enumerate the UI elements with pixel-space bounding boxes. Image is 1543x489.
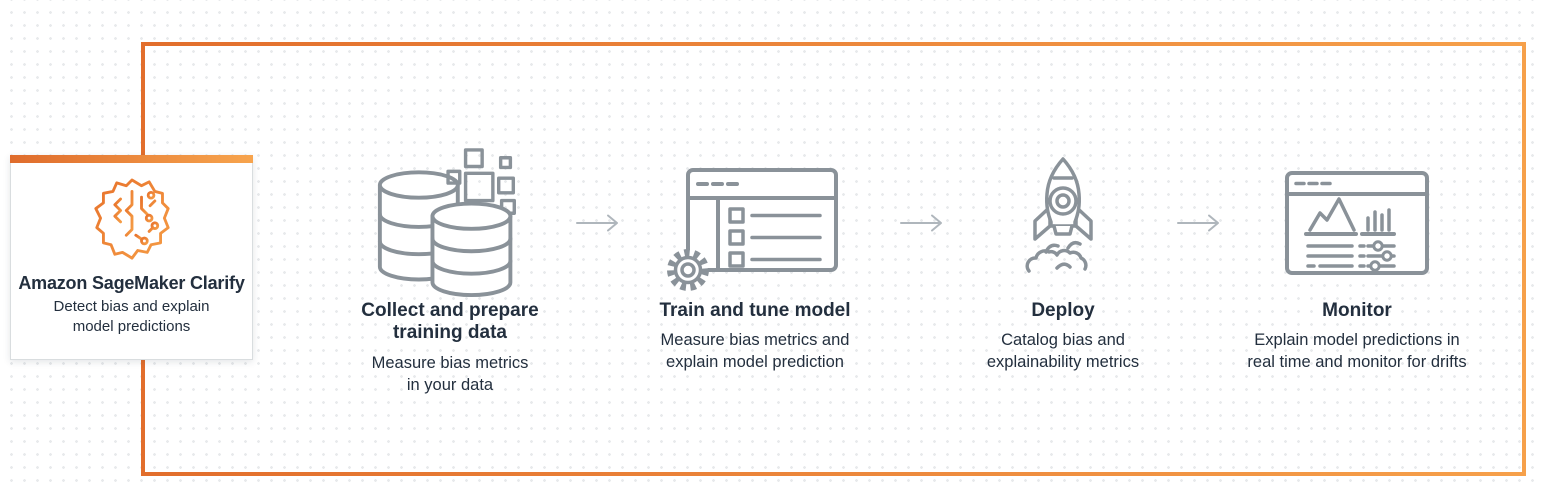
- product-card: Amazon SageMaker Clarify Detect bias and…: [10, 155, 253, 360]
- card-accent-bar: [10, 155, 253, 163]
- step-title: Monitor: [1322, 300, 1392, 321]
- step-title: Deploy: [1031, 300, 1095, 321]
- rocket-icon: [1025, 157, 1093, 273]
- step-title: Collect and prepare training data: [361, 300, 539, 344]
- model-checklist-gear-icon: [667, 168, 838, 291]
- dashboard-monitor-icon: [1285, 171, 1429, 275]
- step-icon-box: [642, 148, 868, 300]
- product-subtitle: Detect bias and explain model prediction…: [53, 298, 210, 335]
- step-train-and-tune: Train and tune model Measure bias metric…: [642, 148, 868, 374]
- step-title: Train and tune model: [659, 300, 851, 321]
- step-deploy: Deploy Catalog bias and explainability m…: [950, 148, 1176, 374]
- right-arrow-icon: [900, 214, 942, 232]
- step-icon-box: [950, 148, 1176, 300]
- step-collect-and-prepare: Collect and prepare training data Measur…: [337, 148, 563, 397]
- right-arrow-icon: [1177, 214, 1219, 232]
- step-subtitle: Catalog bias and explainability metrics: [986, 331, 1140, 372]
- step-icon-box: [337, 148, 563, 300]
- databases-icon: [377, 148, 516, 298]
- step-subtitle: Explain model predictions in real time a…: [1247, 331, 1467, 372]
- right-arrow-icon: [576, 214, 618, 232]
- step-subtitle: Measure bias metrics and explain model p…: [660, 331, 850, 372]
- product-title: Amazon SageMaker Clarify: [18, 273, 245, 293]
- step-subtitle: Measure bias metrics in your data: [371, 353, 529, 394]
- step-monitor: Monitor Explain model predictions in rea…: [1226, 148, 1488, 374]
- brain-circuit-icon: [93, 178, 170, 260]
- step-icon-box: [1226, 148, 1488, 300]
